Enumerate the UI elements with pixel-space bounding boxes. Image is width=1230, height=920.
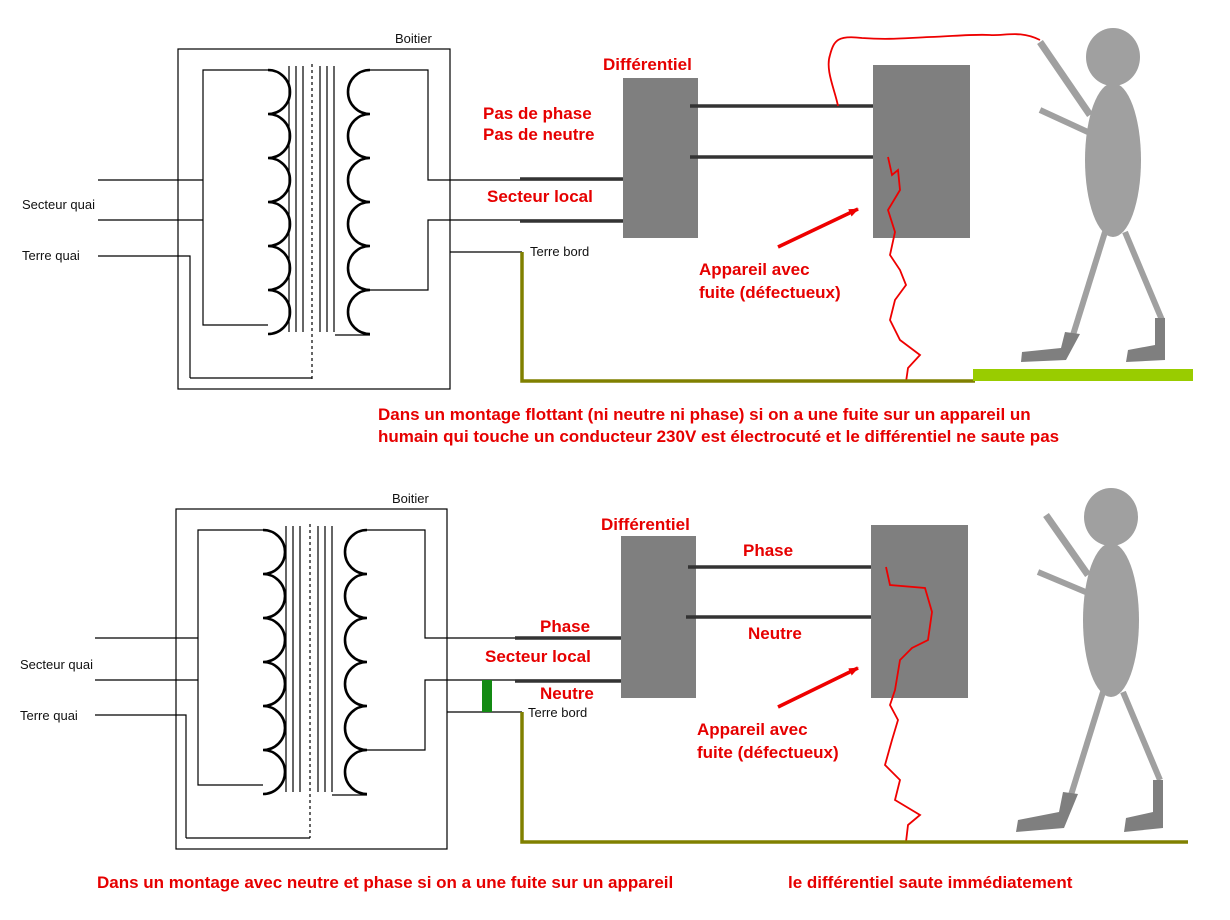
bottom-terre-quai-label: Terre quai xyxy=(20,708,78,723)
top-boitier-label: Boitier xyxy=(395,31,433,46)
bottom-appareil-label-1: Appareil avec xyxy=(697,720,808,739)
bottom-person-arm-low xyxy=(1036,569,1090,596)
top-person-arm-low xyxy=(1038,107,1092,136)
top-person xyxy=(1021,28,1165,362)
top-caption-line-1: Dans un montage flottant (ni neutre ni p… xyxy=(378,405,1031,424)
top-terre-quai-wire xyxy=(98,255,191,378)
bottom-person-arm-raised xyxy=(1043,512,1091,578)
bottom-person-leg-left xyxy=(1068,691,1106,796)
bottom-differentiel-label: Différentiel xyxy=(601,515,690,534)
bottom-person xyxy=(1016,488,1163,832)
top-terre-quai-label: Terre quai xyxy=(22,248,80,263)
top-person-leg-right xyxy=(1122,230,1165,322)
top-body-current-path xyxy=(827,33,1041,107)
bottom-neutre-top-label: Neutre xyxy=(748,624,802,643)
bottom-appareil-label-2: fuite (défectueux) xyxy=(697,743,839,762)
bottom-leak-current-path xyxy=(883,566,933,843)
bottom-terre-bord-label: Terre bord xyxy=(528,705,587,720)
top-earth-wire xyxy=(520,252,975,383)
bottom-diagram-neutral-phase-setup: Boitier Secteur quai Terre quai Terre bo… xyxy=(20,488,1188,892)
top-diagram-floating-setup: Boitier Secteur quai Terre quai Terre bo… xyxy=(22,28,1193,446)
bottom-terre-quai-wire xyxy=(95,714,187,838)
top-boitier-box xyxy=(177,48,451,390)
top-person-arm-raised xyxy=(1037,40,1093,117)
bottom-leak-arrow xyxy=(777,666,859,709)
bottom-person-foot-left xyxy=(1016,792,1078,832)
bottom-primary-leads xyxy=(197,529,263,786)
bottom-person-body xyxy=(1083,543,1139,697)
bottom-secondary-coil xyxy=(343,528,368,796)
top-secondary-coil xyxy=(346,68,371,336)
bottom-boitier-label: Boitier xyxy=(392,491,430,506)
top-primary-coil xyxy=(267,68,292,336)
top-differentiel-box xyxy=(623,78,698,238)
bottom-person-head xyxy=(1084,488,1138,546)
top-pas-de-neutre-label: Pas de neutre xyxy=(483,125,595,144)
top-person-foot-right xyxy=(1126,318,1165,362)
bottom-earth-wire xyxy=(520,712,1188,844)
top-terre-bord-label: Terre bord xyxy=(530,244,589,259)
bottom-primary-coil xyxy=(262,528,287,796)
top-secteur-quai-label: Secteur quai xyxy=(22,197,95,212)
top-ground-plate xyxy=(973,369,1193,381)
top-person-leg-left xyxy=(1070,231,1108,336)
top-primary-leads xyxy=(202,69,268,326)
bottom-neutral-earth-bond xyxy=(482,680,492,712)
bottom-appliance-box xyxy=(871,525,968,698)
bottom-secteur-quai-label: Secteur quai xyxy=(20,657,93,672)
top-leak-arrow xyxy=(777,207,859,249)
bottom-phase-top-label: Phase xyxy=(743,541,793,560)
top-transformer-core xyxy=(288,66,335,332)
top-pas-de-phase-label: Pas de phase xyxy=(483,104,592,123)
top-leak-current-path xyxy=(887,156,922,383)
top-caption-line-2: humain qui touche un conducteur 230V est… xyxy=(378,427,1059,446)
bottom-transformer-core xyxy=(285,526,333,792)
top-appliance-box xyxy=(873,65,970,238)
bottom-caption-left: Dans un montage avec neutre et phase si … xyxy=(97,873,673,892)
bottom-caption-right: le différentiel saute immédiatement xyxy=(788,873,1073,892)
bottom-boitier-box xyxy=(175,508,448,850)
top-person-foot-left xyxy=(1021,332,1080,362)
bottom-person-leg-right xyxy=(1120,690,1163,782)
bottom-phase-left-label: Phase xyxy=(540,617,590,636)
bottom-person-foot-right xyxy=(1124,780,1163,832)
top-differentiel-label: Différentiel xyxy=(603,55,692,74)
top-person-body xyxy=(1085,83,1141,237)
top-person-head xyxy=(1086,28,1140,86)
top-appareil-label-2: fuite (défectueux) xyxy=(699,283,841,302)
top-secteur-local-label: Secteur local xyxy=(487,187,593,206)
bottom-neutre-left-label: Neutre xyxy=(540,684,594,703)
bottom-differentiel-box xyxy=(621,536,696,698)
top-appareil-label-1: Appareil avec xyxy=(699,260,810,279)
bottom-secteur-local-label: Secteur local xyxy=(485,647,591,666)
